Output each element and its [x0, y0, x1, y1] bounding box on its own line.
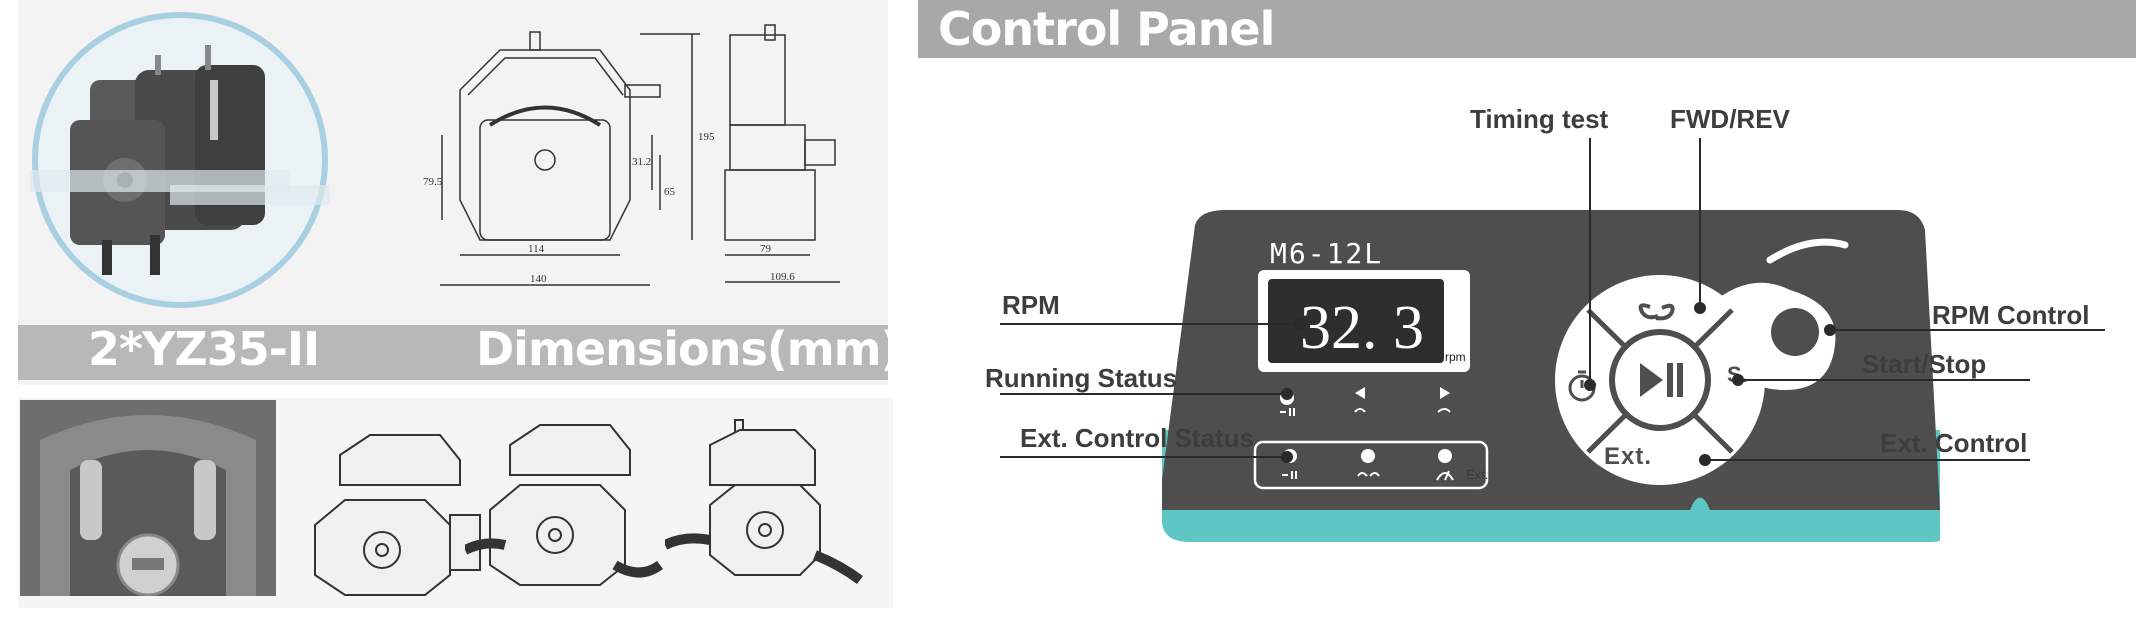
dim-195: 195	[698, 131, 715, 143]
model-banner-text: 2*YZ35-II	[88, 322, 320, 376]
dim-140: 140	[530, 273, 547, 285]
control-panel-illustration	[1162, 210, 1940, 542]
pump-photo	[30, 12, 330, 308]
rpm-display-value: 32. 3	[1300, 294, 1424, 362]
callout-rpm-control: RPM Control	[1932, 300, 2090, 330]
dim-109-6: 109.6	[770, 271, 795, 283]
dim-31-2: 31.2	[632, 156, 651, 168]
callout-running-status: Running Status	[985, 363, 1178, 393]
dim-114: 114	[528, 243, 545, 255]
callout-fwd-rev: FWD/REV	[1670, 104, 1790, 134]
ext-button-label: Ext.	[1604, 443, 1653, 470]
callout-rpm: RPM	[1002, 290, 1060, 320]
rotor-closeup-photo	[20, 400, 276, 596]
pump-variant-2	[465, 424, 663, 586]
dim-79: 79	[760, 243, 772, 255]
dim-65: 65	[664, 186, 676, 198]
callout-timing-test: Timing test	[1470, 104, 1609, 134]
control-panel-header	[918, 0, 2136, 58]
pump-variant-3	[665, 419, 863, 585]
callout-ext-control: Ext. Control	[1880, 428, 2028, 458]
dim-79-5: 79.5	[423, 176, 443, 188]
control-panel-title: Control Panel	[938, 2, 1275, 56]
rpm-display-unit: rpm	[1445, 350, 1466, 364]
model-label: M6-12L	[1270, 237, 1384, 270]
ext-indicator-label: Ext.	[1466, 467, 1489, 482]
callout-ext-control-status: Ext. Control Status	[1020, 423, 1255, 453]
callout-start-stop: Start/Stop	[1862, 349, 1987, 379]
dimension-drawing: 114 140 195 79.5 31.2 65 79 109.6	[423, 24, 840, 286]
left-banner	[18, 325, 888, 380]
dimensions-banner-text: Dimensions(mm)	[476, 322, 902, 376]
pump-variant-1	[314, 434, 481, 596]
